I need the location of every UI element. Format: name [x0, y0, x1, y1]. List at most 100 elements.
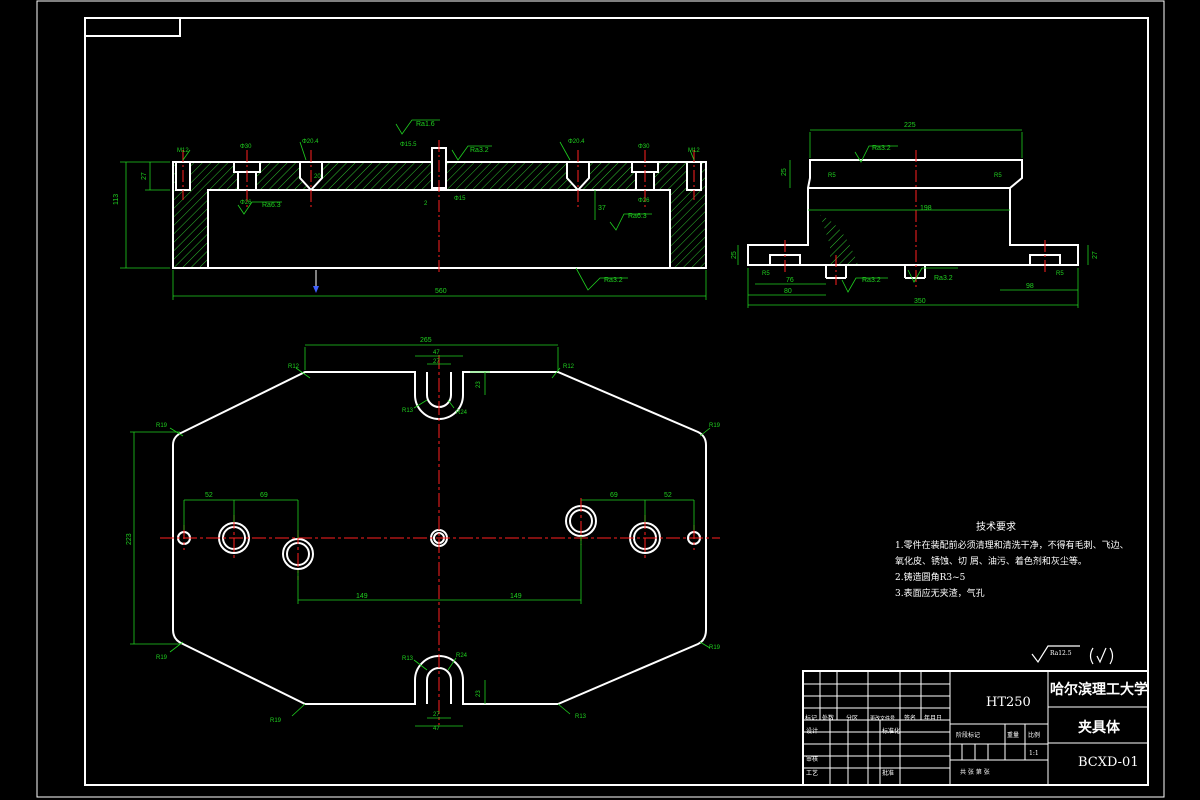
front-top-thickness-dim: 27	[141, 172, 148, 180]
notes-line: 2.铸造圆角R3~5	[895, 571, 966, 583]
radius-label: R5	[1056, 271, 1064, 277]
roughness-label: Ra3.2	[872, 145, 891, 152]
radius-label: R24	[456, 653, 468, 659]
plan-pitch-dim: 69	[260, 492, 268, 499]
general-roughness-value: Ra12.5	[1050, 650, 1072, 657]
material-text: HT250	[986, 695, 1031, 710]
plan-height-dim: 223	[126, 533, 133, 545]
side-inner-width-dim: 198	[920, 205, 932, 212]
plan-center-dim: 149	[510, 593, 522, 600]
part-name: 夹具体	[1078, 719, 1121, 736]
radius-label: R24	[456, 410, 468, 416]
tb-label-stage: 阶段标记	[956, 731, 980, 739]
radius-label: R13	[402, 656, 414, 662]
side-section-hatch	[820, 215, 858, 265]
drawing-number: BCXD-01	[1078, 755, 1139, 770]
plan-slot-width-dim: 47	[433, 350, 440, 356]
plan-view: 265 47 27 23 47 27 23 223 52 69 69 52 14…	[126, 337, 721, 732]
side-top-width-dim: 225	[904, 122, 916, 129]
plan-pitch-dim: 69	[610, 492, 618, 499]
hole-label: M12	[177, 148, 189, 154]
side-left-height-dim: 25	[731, 251, 738, 259]
tb-label-process: 工艺	[806, 769, 818, 777]
roughness-label: Ra3.2	[470, 147, 489, 154]
hole-label: Φ30	[638, 144, 650, 150]
notes-line: 氧化皮、锈蚀、切 屑、油污、着色剂和灰尘等。	[895, 555, 1087, 567]
roughness-label: Ra1.6	[416, 121, 435, 128]
notes-line: 1.零件在装配前必须清理和清洗干净，不得有毛刺、飞边、	[895, 539, 1129, 551]
side-outline	[747, 159, 1079, 266]
roughness-label: Ra6.3	[262, 202, 281, 209]
front-depth-dim: 37	[598, 205, 606, 212]
tb-label-date: 年月日	[924, 714, 942, 722]
roughness-label: Ra3.2	[862, 277, 881, 284]
school-name: 哈尔滨理工大学	[1050, 681, 1148, 698]
plan-pitch-dim: 52	[205, 492, 213, 499]
hole-label: Φ30	[240, 144, 252, 150]
radius-label: R19	[156, 655, 168, 661]
side-view: 225 198 350 80 76 98 25 27 25 R5 R5 R5 R…	[731, 122, 1099, 308]
notes-title: 技术要求	[976, 520, 1016, 533]
tb-label-ratio: 比例	[1028, 731, 1040, 739]
plan-slot-width-dim: 47	[433, 726, 440, 732]
tb-label-sign: 签名	[904, 714, 916, 722]
hole-label: Φ26	[638, 198, 650, 204]
tb-label-weight: 重量	[1007, 731, 1019, 739]
tb-label-approve: 批准	[882, 769, 894, 777]
tb-label-standard: 标准化	[882, 727, 900, 735]
hole-label: Φ20.4	[568, 139, 585, 145]
plan-slot-depth-dim: 23	[476, 690, 482, 697]
sheet-frame	[36, 0, 1165, 798]
technical-notes: 技术要求 1.零件在装配前必须清理和清洗干净，不得有毛刺、飞边、 氧化皮、锈蚀、…	[895, 520, 1129, 599]
radius-label: R19	[709, 645, 721, 651]
plan-top-width-dim: 265	[420, 337, 432, 344]
side-left-offset-dim: 80	[784, 288, 792, 295]
radius-label: R19	[270, 718, 282, 724]
roughness-label: Ra6.3	[628, 213, 647, 220]
tb-label-mark: 标记	[805, 714, 817, 722]
hole-label: Φ26	[240, 200, 252, 206]
side-rise-dim: 25	[781, 168, 788, 176]
radius-label: R5	[762, 271, 770, 277]
radius-label: R19	[156, 423, 168, 429]
radius-label: R12	[563, 364, 575, 370]
side-left-inner-dim: 76	[786, 277, 794, 284]
plan-pitch-dim: 52	[664, 492, 672, 499]
hole-label: Φ15.5	[400, 142, 417, 148]
title-block: HT250 哈尔滨理工大学 夹具体 BCXD-01 1:1 标记 处数 分区 更…	[802, 670, 1149, 786]
tb-label-change: 更改文件号	[870, 715, 895, 722]
front-length-dim: 560	[435, 288, 447, 295]
radius-label: R13	[575, 714, 587, 720]
roughness-label: Ra3.2	[604, 277, 623, 284]
hole-label: Φ20.4	[302, 139, 319, 145]
notes-line: 3.表面应无夹渣，气孔	[895, 587, 985, 599]
tb-label-check: 审核	[806, 755, 818, 763]
plan-center-dim: 149	[356, 593, 368, 600]
radius-label: R5	[828, 173, 836, 179]
hole-label: M12	[688, 148, 700, 154]
radius-label: R19	[709, 423, 721, 429]
general-roughness	[1031, 645, 1114, 665]
side-base-thickness-dim: 27	[1092, 251, 1099, 259]
radius-label: R13	[402, 408, 414, 414]
tb-label-sheets: 共 张 第 张	[960, 768, 990, 776]
plan-slot-inner-dim: 27	[433, 359, 440, 365]
roughness-label: Ra3.2	[934, 275, 953, 282]
front-view: 560 113 27 37 Ra1.6 Ra3.2 Ra3.2 Ra6.3 Ra…	[113, 119, 707, 300]
hole-label: 2	[424, 201, 428, 207]
tb-label-count: 处数	[822, 714, 834, 722]
tb-label-zone: 分区	[846, 714, 858, 722]
plan-slot-inner-dim: 27	[433, 712, 440, 718]
side-right-offset-dim: 98	[1026, 283, 1034, 290]
hole-label: 20	[314, 174, 321, 180]
front-height-dim: 113	[113, 194, 120, 205]
hole-label: Φ15	[454, 196, 466, 202]
tb-label-design: 设计	[806, 727, 818, 735]
radius-label: R5	[994, 173, 1002, 179]
scale-value: 1:1	[1029, 750, 1039, 757]
front-outline	[172, 161, 707, 269]
side-base-width-dim: 350	[914, 298, 926, 305]
radius-label: R12	[288, 364, 300, 370]
plan-slot-depth-dim: 23	[476, 381, 482, 388]
